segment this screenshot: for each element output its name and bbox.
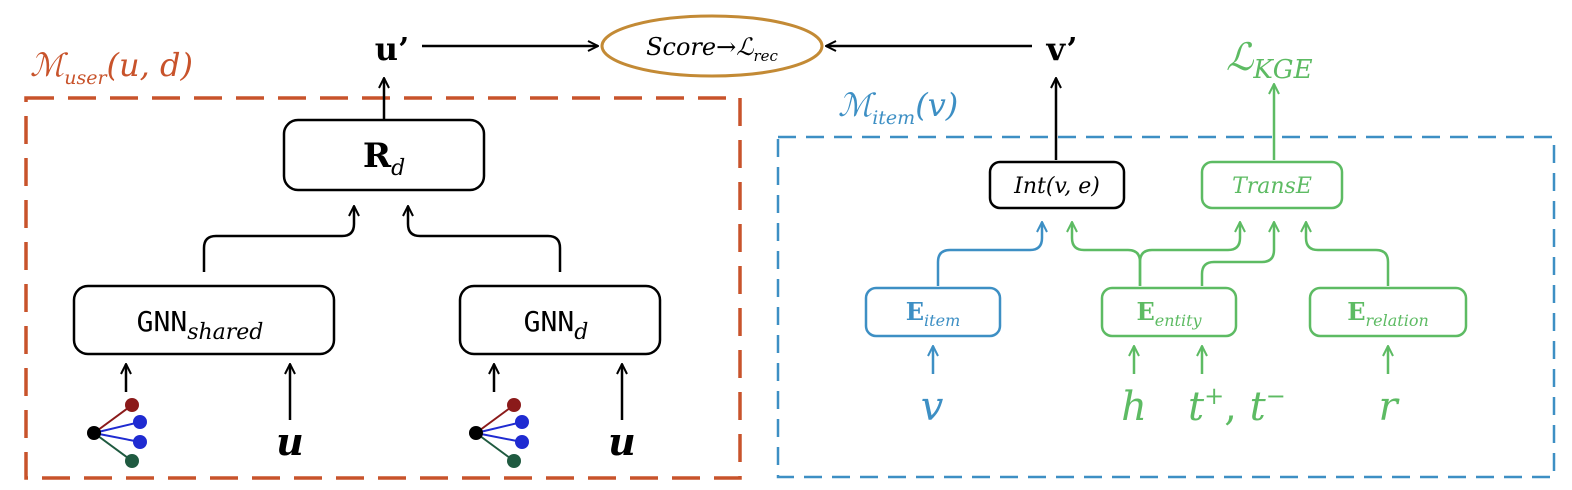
e-entity-label: Eentity	[1136, 297, 1202, 330]
e-relation-label: Erelation	[1347, 297, 1429, 330]
user-input-u-left: u	[276, 419, 304, 464]
graph-icon-right	[469, 398, 529, 468]
transe-box-label: TransE	[1232, 174, 1312, 199]
tail-to-transe-arrow	[1200, 222, 1274, 286]
user-input-u-right: u	[608, 419, 636, 464]
gnn-shared-box	[72, 284, 336, 356]
v-prime-embedding: v’	[1046, 30, 1078, 68]
e-item-to-int-arrow	[936, 222, 1042, 286]
input-r: r	[1378, 384, 1400, 430]
item-module-title: ℳitem(v)	[838, 86, 958, 129]
graph-icon-left	[87, 398, 147, 468]
kge-loss-label: ℒKGE	[1226, 35, 1313, 85]
r-box-label: Rd	[363, 136, 405, 181]
u-prime-embedding: u’	[375, 30, 409, 68]
gnn-d-label: GNNd	[524, 305, 589, 345]
item-module-boundary	[776, 135, 1556, 479]
e-entity-to-int-arrow	[1072, 222, 1142, 286]
score-label: Score→ℒrec	[646, 33, 778, 65]
e-relation-to-transe-arrow	[1306, 222, 1390, 286]
e-relation-box	[1308, 286, 1468, 338]
user-module-title: ℳuser(u, d)	[30, 46, 193, 89]
int-box-label: Int(v, e)	[1013, 174, 1100, 199]
gnn-d-to-r-arrow	[408, 206, 562, 272]
e-entity-to-transe-arrow	[1138, 222, 1240, 286]
gnn-d-box	[458, 284, 662, 356]
input-h: h	[1121, 384, 1147, 430]
e-item-box	[864, 286, 1002, 338]
transe-box	[1200, 160, 1344, 210]
score-node	[600, 14, 824, 78]
input-t-plus-minus: t+, t−	[1188, 382, 1286, 430]
input-v: v	[921, 384, 944, 430]
e-item-label: Eitem	[906, 297, 960, 330]
gnn-shared-to-r-arrow	[202, 206, 354, 272]
gnn-shared-label: GNNshared	[137, 305, 264, 345]
int-box	[988, 160, 1126, 210]
r-box	[282, 118, 486, 192]
e-entity-box	[1100, 286, 1238, 338]
